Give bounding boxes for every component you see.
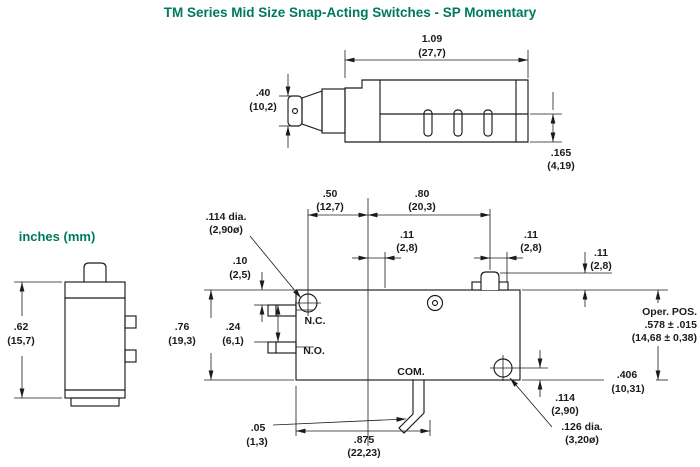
dim-plunger-diameter: .40 (10,2) bbox=[249, 74, 291, 148]
dim-50-in: .50 bbox=[323, 188, 338, 200]
plunger-top-view bbox=[287, 88, 346, 134]
dim-terminal-pitch: .24 (6,1) bbox=[222, 305, 281, 347]
dim-hole-dia-right: .126 dia. (3,20ø) bbox=[509, 377, 603, 446]
body-outline bbox=[64, 281, 126, 399]
page-title: TM Series Mid Size Snap-Acting Switches … bbox=[164, 5, 537, 20]
dim-plunger-in: .40 bbox=[256, 87, 271, 99]
dim-114-in: .114 bbox=[555, 392, 575, 404]
dim-length-mm: (27,7) bbox=[418, 47, 445, 59]
dim-terminal-top-offset: .10 (2,5) bbox=[229, 255, 268, 322]
dim-hole-to-bottom: .114 (2,90) bbox=[537, 350, 579, 417]
dim-11c-in: .11 bbox=[594, 247, 608, 259]
dim-mount-hole-dia: .114 dia. (2,90ø) bbox=[206, 211, 302, 299]
dim-centerline-to-plunger: .80 (20,3) bbox=[368, 188, 491, 270]
terminal-slot bbox=[453, 109, 463, 137]
dim-body-height: .76 (19,3) bbox=[168, 289, 294, 381]
dim-plunger-mm: (10,2) bbox=[249, 101, 276, 113]
end-view: .62 (15,7) bbox=[7, 262, 137, 407]
dim-24-mm: (6,1) bbox=[222, 335, 244, 347]
dim-05-mm: (1,3) bbox=[246, 436, 268, 448]
terminal-com-label: COM. bbox=[397, 366, 424, 378]
dim-operating-position: Oper. POS. .578 ± .015 (14,68 ± 0,38) bbox=[632, 290, 697, 380]
dim-875-mm: (22,23) bbox=[347, 447, 380, 459]
dim-offset-plunger: .11 (2,8) bbox=[474, 229, 542, 282]
dim-406-mm: (10,31) bbox=[611, 383, 644, 395]
dim-com-terminal-offset: .875 (22,23) bbox=[295, 386, 431, 459]
body-outline bbox=[295, 289, 521, 381]
switch-body-top-view bbox=[344, 79, 529, 143]
terminal-com-tab bbox=[398, 379, 425, 434]
switch-body-end-view bbox=[64, 262, 137, 407]
dim-base-height: .165 (4,19) bbox=[530, 92, 575, 172]
dim-11a-in: .11 bbox=[400, 229, 414, 241]
switch-body-front-view: N.C. N.O. COM. bbox=[267, 271, 548, 434]
dim-126-in: .126 dia. bbox=[561, 421, 603, 433]
dim-terminal-thickness: .05 (1,3) bbox=[246, 417, 407, 448]
dim-875-in: .875 bbox=[354, 434, 375, 446]
oper-pos-mm: (14,68 ± 0,38) bbox=[632, 332, 697, 344]
dim-base-mm: (4,19) bbox=[547, 160, 574, 172]
dim-offset-left: .11 (2,8) bbox=[352, 229, 418, 288]
dim-hole-to-centerline: .50 (12,7) bbox=[307, 188, 368, 316]
terminal-tab bbox=[124, 349, 137, 363]
terminal-no-label: N.O. bbox=[303, 345, 325, 357]
dim-plunger-extension: .11 (2,8) bbox=[500, 247, 612, 307]
dim-126-mm: (3,20ø) bbox=[565, 434, 599, 446]
dim-overall-length: 1.09 (27,7) bbox=[344, 33, 529, 78]
dim-76-in: .76 bbox=[175, 321, 190, 333]
dim-406-in: .406 bbox=[617, 369, 638, 381]
top-view: 1.09 (27,7) .40 (10,2) bbox=[249, 33, 574, 172]
dim-05-in: .05 bbox=[251, 422, 266, 434]
oper-pos-label: Oper. POS. bbox=[642, 306, 697, 318]
body-outline bbox=[344, 79, 529, 143]
plunger-tip bbox=[287, 95, 303, 127]
dim-10-in: .10 bbox=[233, 255, 248, 267]
terminal-tab bbox=[124, 315, 137, 329]
plunger-pin-hole bbox=[291, 107, 299, 115]
pivot-hole-center bbox=[431, 299, 439, 307]
dim-10-mm: (2,5) bbox=[229, 269, 251, 281]
oper-pos-in: .578 ± .015 bbox=[645, 319, 698, 331]
base-foot bbox=[70, 397, 120, 407]
dim-80-mm: (20,3) bbox=[408, 201, 435, 213]
dim-114dia-mm: (2,90ø) bbox=[209, 224, 243, 236]
terminal-nc-tab bbox=[267, 304, 297, 317]
dim-11a-mm: (2,8) bbox=[396, 242, 418, 254]
dim-right-offset: .406 (10,31) bbox=[611, 369, 644, 395]
dim-114dia-in: .114 dia. bbox=[206, 211, 247, 223]
units-label: inches (mm) bbox=[19, 229, 96, 244]
dim-11c-mm: (2,8) bbox=[590, 260, 612, 272]
dim-76-mm: (19,3) bbox=[168, 335, 195, 347]
front-view: .50 (12,7) .80 (20,3) .11 (2,8) .11 (2,8 bbox=[168, 188, 697, 459]
plunger-front-view bbox=[480, 271, 500, 291]
pivot-hole bbox=[426, 294, 444, 312]
plunger-end-view bbox=[83, 262, 107, 283]
dim-50-mm: (12,7) bbox=[316, 201, 343, 213]
dim-114-mm: (2,90) bbox=[551, 405, 578, 417]
dim-end-height-in: .62 bbox=[14, 321, 29, 333]
dim-11b-mm: (2,8) bbox=[520, 242, 542, 254]
dim-end-height-mm: (15,7) bbox=[7, 335, 34, 347]
terminal-nc-label: N.C. bbox=[305, 315, 326, 327]
dim-80-in: .80 bbox=[415, 188, 430, 200]
dim-body-height-end: .62 (15,7) bbox=[7, 281, 62, 399]
dim-24-in: .24 bbox=[226, 321, 241, 333]
terminal-slot bbox=[423, 109, 433, 137]
dim-base-in: .165 bbox=[551, 147, 572, 159]
dim-length-in: 1.09 bbox=[422, 33, 443, 45]
terminal-no-tab bbox=[267, 341, 297, 354]
terminal-slot bbox=[483, 109, 493, 137]
plunger-taper bbox=[301, 90, 323, 132]
dim-11b-in: .11 bbox=[524, 229, 538, 241]
plunger-barrel bbox=[321, 88, 346, 134]
